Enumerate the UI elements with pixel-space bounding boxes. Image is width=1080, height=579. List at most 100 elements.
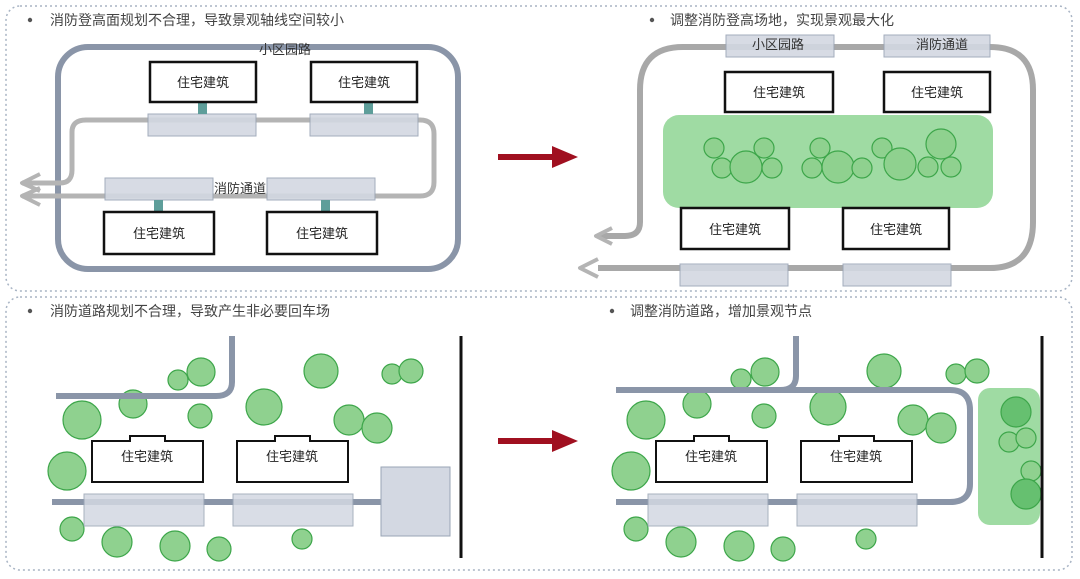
- fire-platform: [232, 493, 354, 527]
- tree: [101, 526, 133, 558]
- residential-building: [841, 206, 951, 251]
- bullet-icon: [27, 17, 33, 23]
- tree: [703, 137, 725, 159]
- tree: [925, 412, 957, 444]
- building-label: 住宅建筑: [266, 449, 318, 465]
- tree: [917, 156, 939, 178]
- panel-title-top-left: 消防登高面规划不合理，导致景观轴线空间较小: [50, 12, 344, 29]
- tree: [187, 403, 213, 429]
- building-label: 住宅建筑: [911, 85, 963, 101]
- building-label: 住宅建筑: [296, 226, 348, 242]
- tree: [751, 403, 777, 429]
- fire-lane-loop: [598, 44, 1036, 271]
- building-label: 住宅建筑: [685, 449, 737, 465]
- fire-lane-label: 消防通道: [214, 181, 266, 197]
- residential-building: [655, 435, 768, 483]
- transition-arrow-icon: [498, 430, 578, 452]
- arrow-icon: [20, 172, 41, 193]
- residential-building: [265, 210, 379, 256]
- panel-title-bottom-right: 调整消防道路，增加景观节点: [630, 304, 812, 320]
- tree: [821, 150, 855, 184]
- tree: [361, 412, 393, 444]
- tree: [59, 516, 85, 542]
- residential-building: [723, 70, 835, 114]
- fire-platform: [83, 493, 205, 527]
- tree: [940, 156, 962, 178]
- tree: [611, 451, 651, 491]
- tree: [711, 157, 733, 179]
- tree: [855, 528, 877, 550]
- tree-group: [703, 128, 962, 184]
- fire-platform: [309, 113, 419, 137]
- building-label: 住宅建筑: [121, 449, 173, 465]
- building-label: 住宅建筑: [830, 449, 882, 465]
- residential-building: [800, 435, 913, 483]
- tree: [883, 147, 917, 181]
- fire-platform: [647, 493, 769, 527]
- tree: [866, 353, 902, 389]
- community-road-loop: [55, 44, 461, 272]
- tree: [47, 451, 87, 491]
- fire-platform: [725, 34, 835, 58]
- tree: [871, 137, 893, 159]
- fire-lane-branch: [598, 221, 643, 239]
- tree: [925, 128, 957, 160]
- transition-arrow-icon: [498, 146, 578, 168]
- tree: [851, 157, 873, 179]
- building-label: 住宅建筑: [870, 222, 922, 238]
- residential-building: [309, 60, 419, 104]
- panel-title-bottom-left: 消防道路规划不合理，导致产生非必要回车场: [50, 303, 330, 320]
- connector: [198, 103, 207, 114]
- tree: [1020, 460, 1042, 482]
- tree: [1000, 396, 1032, 428]
- tree: [964, 358, 990, 384]
- tree: [245, 388, 283, 426]
- tree: [809, 388, 847, 426]
- connector: [364, 103, 373, 114]
- bottom-panel-border: [5, 296, 1073, 571]
- building-label: 住宅建筑: [753, 85, 805, 101]
- building-label: 住宅建筑: [133, 226, 185, 242]
- tree: [303, 353, 339, 389]
- community-road-label: 小区园路: [259, 42, 311, 58]
- tree: [809, 137, 831, 159]
- arrow-icon: [578, 257, 599, 279]
- tree: [770, 536, 796, 562]
- tree: [62, 400, 102, 440]
- tree: [291, 528, 313, 550]
- building-label: 住宅建筑: [177, 75, 229, 91]
- fire-platform: [883, 34, 991, 58]
- fire-platform: [147, 113, 257, 137]
- tree: [665, 526, 697, 558]
- panel-title-top-right: 调整消防登高场地，实现景观最大化: [670, 12, 894, 29]
- tree: [897, 404, 929, 436]
- residential-building: [679, 206, 791, 251]
- tree: [1010, 478, 1042, 510]
- connector: [321, 200, 330, 211]
- tree: [723, 530, 755, 562]
- tree: [1015, 427, 1037, 449]
- tree: [159, 530, 191, 562]
- residential-building: [148, 60, 258, 104]
- tree: [167, 369, 189, 391]
- community-road-label: 小区园路: [752, 37, 804, 53]
- fire-platform: [266, 177, 376, 201]
- fire-platform: [104, 177, 214, 201]
- building-label: 住宅建筑: [709, 222, 761, 238]
- tree: [333, 404, 365, 436]
- arrow-icon: [20, 186, 41, 207]
- residential-building: [882, 70, 992, 114]
- fire-platform: [796, 493, 918, 527]
- tree-group: [47, 353, 424, 562]
- tree: [750, 357, 780, 387]
- tree: [753, 137, 775, 159]
- fire-road-loop: [616, 387, 973, 505]
- bullet-icon: [649, 17, 655, 23]
- fire-road: [56, 336, 235, 399]
- residential-building: [91, 435, 204, 483]
- turnaround-area: [380, 466, 451, 537]
- building-label: 住宅建筑: [338, 75, 390, 91]
- bullet-icon: [27, 308, 33, 314]
